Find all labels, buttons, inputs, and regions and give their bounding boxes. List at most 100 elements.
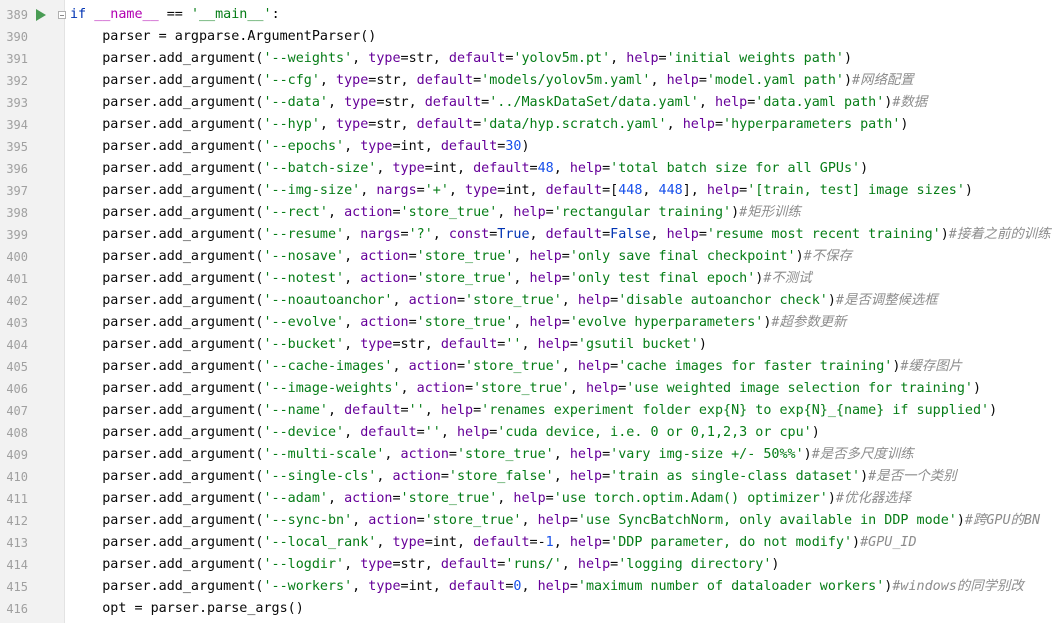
code-line[interactable]: 391 parser.add_argument('--weights', typ… [0,48,1063,70]
code-token: #windows的同学别改 [892,579,1024,594]
code-token: help [529,315,562,330]
code-token: parser.add_argument( [70,73,264,88]
code-line[interactable]: 390 parser = argparse.ArgumentParser() [0,26,1063,48]
code-token: = [714,117,724,132]
run-icon[interactable] [36,9,46,21]
code-line[interactable]: 416 opt = parser.parse_args() [0,598,1063,620]
code-line[interactable]: 395 parser.add_argument('--epochs', type… [0,136,1063,158]
code-token: #数据 [892,95,928,110]
code-token: , [569,381,586,396]
code-token: '--single-cls' [263,469,377,484]
code-token: ) [795,249,804,264]
code-token: ) [972,381,982,396]
code-line[interactable]: 410 parser.add_argument('--single-cls', … [0,466,1063,488]
code-token: 'store_false' [448,469,554,484]
code-token: 'total batch size for all GPUs' [610,161,861,176]
code-token: '+' [424,183,449,198]
code-token: 'store_true' [465,293,562,308]
line-number: 390 [6,30,28,44]
code-line[interactable]: 406 parser.add_argument('--image-weights… [0,378,1063,400]
code-token: parser.add_argument( [70,579,264,594]
code-line[interactable]: 396 parser.add_argument('--batch-size', … [0,158,1063,180]
code-line[interactable]: 415 parser.add_argument('--workers', typ… [0,576,1063,598]
code-token: ], [682,183,707,198]
code-token: parser.add_argument( [70,359,264,374]
code-token: '--evolve' [263,315,345,330]
code-line[interactable]: 398 parser.add_argument('--rect', action… [0,202,1063,224]
code-token: , [650,73,667,88]
code-token: action [344,205,393,220]
code-token: ) [771,557,780,572]
line-number-gutter[interactable] [0,0,65,623]
code-line[interactable]: 397 parser.add_argument('--img-size', na… [0,180,1063,202]
line-number: 403 [6,316,28,330]
line-number: 406 [6,382,28,396]
code-line[interactable]: 400 parser.add_argument('--nosave', acti… [0,246,1063,268]
code-token: default [416,73,474,88]
code-token: help [456,425,490,440]
code-token: 'store_true' [400,491,498,506]
code-token: #GPU_ID [860,535,917,550]
code-token: 'disable autoanchor check' [618,293,828,308]
code-token: , [521,513,538,528]
code-token: =str, [376,95,425,110]
code-line[interactable]: 399 parser.add_argument('--resume', narg… [0,224,1063,246]
code-line[interactable]: 404 parser.add_argument('--bucket', type… [0,334,1063,356]
code-token: , [344,315,361,330]
code-line[interactable]: 412 parser.add_argument('--sync-bn', act… [0,510,1063,532]
code-token: , [327,205,345,220]
code-text: parser.add_argument('--device', default=… [70,422,820,444]
code-token: '' [424,425,441,440]
code-token: if [70,7,87,22]
code-line[interactable]: 408 parser.add_argument('--device', defa… [0,422,1063,444]
code-text: parser.add_argument('--workers', type=in… [70,576,1024,598]
code-token: = [440,469,449,484]
code-line[interactable]: 392 parser.add_argument('--cfg', type=st… [0,70,1063,92]
code-token: help [569,447,603,462]
line-number: 393 [6,96,28,110]
code-token: = [610,359,619,374]
code-line[interactable]: 413 parser.add_argument('--local_rank', … [0,532,1063,554]
code-line[interactable]: 405 parser.add_argument('--cache-images'… [0,356,1063,378]
code-line[interactable]: 411 parser.add_argument('--adam', action… [0,488,1063,510]
code-token: '--local_rank' [263,535,377,550]
code-token: , [448,183,466,198]
code-token: , [352,579,369,594]
code-token: , [319,117,337,132]
line-number: 413 [6,536,28,550]
code-token: ) [827,491,836,506]
code-line[interactable]: 403 parser.add_argument('--evolve', acti… [0,312,1063,334]
fold-icon[interactable] [58,11,66,19]
code-token: '--sync-bn' [263,513,353,528]
code-token: help [569,161,603,176]
code-line[interactable]: 394 parser.add_argument('--hyp', type=st… [0,114,1063,136]
code-line[interactable]: 407 parser.add_argument('--name', defaul… [0,400,1063,422]
code-text: parser.add_argument('--bucket', type=str… [70,334,707,356]
code-token: = [392,491,401,506]
code-token: nargs [360,227,401,242]
code-token: parser.add_argument( [70,95,264,110]
code-token: parser.add_argument( [70,535,264,550]
code-line[interactable]: 409 parser.add_argument('--multi-scale',… [0,444,1063,466]
code-line[interactable]: 402 parser.add_argument('--noautoanchor'… [0,290,1063,312]
code-token: #超参数更新 [771,315,847,330]
code-token: =int, [424,535,474,550]
code-token: =str, [392,557,441,572]
code-token: = [698,227,707,242]
code-token: =str, [400,51,449,66]
line-number: 394 [6,118,28,132]
code-token: #是否多尺度训练 [811,447,914,462]
code-token: , [344,425,361,440]
code-token: help [569,469,603,484]
code-token: parser.add_argument( [70,381,264,396]
code-token: parser.add_argument( [70,227,264,242]
code-line[interactable]: 393 parser.add_argument('--data', type=s… [0,92,1063,114]
code-token: default [448,51,506,66]
code-line[interactable]: 401 parser.add_argument('--notest', acti… [0,268,1063,290]
line-number: 405 [6,360,28,374]
code-token: = [698,73,707,88]
code-token: = [481,95,490,110]
code-line[interactable]: 414 parser.add_argument('--logdir', type… [0,554,1063,576]
